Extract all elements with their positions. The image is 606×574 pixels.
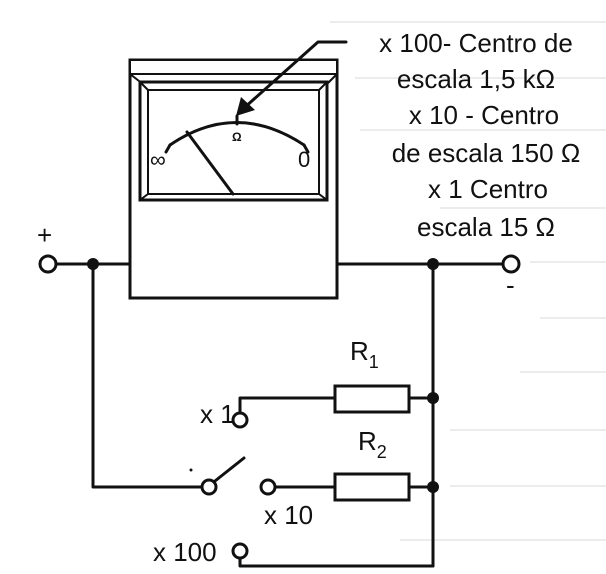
switch-contact-x10 — [259, 478, 277, 496]
switch-label-x1: x 1 — [200, 399, 235, 429]
switch-common-contact — [200, 478, 218, 496]
resistor-r2-body — [333, 472, 411, 502]
switch-contact-x1 — [231, 411, 249, 429]
annotation-line-3: x 10 - Centro — [409, 100, 559, 130]
annotation-arrow — [236, 40, 348, 116]
resistor-r2: R2 — [333, 426, 411, 502]
wire-x100-to-bus — [238, 556, 435, 568]
annotation-line-4: de escala 150 Ω — [392, 138, 581, 168]
positive-label: + — [37, 220, 52, 250]
range-switch: x 1 x 10 x 100 — [153, 399, 313, 567]
meter: Ω ∞ 0 — [128, 58, 339, 300]
annotation-arrow-line — [242, 40, 348, 110]
scale-tick-right — [302, 143, 310, 154]
scale-zero-label: 0 — [298, 147, 310, 172]
junction-r1 — [427, 392, 439, 404]
meter-needle — [185, 130, 235, 196]
junction-top-right — [427, 258, 439, 270]
switch-lever — [213, 456, 246, 483]
junction-dots — [87, 258, 439, 493]
scale-infinity-label: ∞ — [150, 147, 166, 172]
negative-label: - — [506, 270, 515, 300]
positive-terminal — [38, 254, 58, 274]
junction-left — [87, 258, 99, 270]
scale-unit-label: Ω — [232, 130, 242, 144]
resistor-r1-label: R1 — [350, 336, 379, 372]
scale-tick-left — [164, 143, 172, 154]
switch-label-x100: x 100 — [153, 537, 217, 567]
meter-top-bevel — [129, 59, 338, 75]
wire-left-to-switch — [91, 262, 205, 489]
annotation-line-6: escala 15 Ω — [417, 212, 555, 242]
resistor-r1: R1 — [333, 336, 411, 414]
switch-label-x10: x 10 — [264, 500, 313, 530]
annotation-line-1: x 100- Centro de — [379, 28, 573, 58]
circuit-wires — [54, 262, 505, 568]
annotation-line-2: escala 1,5 kΩ — [397, 64, 555, 94]
annotation-line-5: x 1 Centro — [428, 174, 548, 204]
resistor-r2-label: R2 — [358, 426, 387, 462]
terminals: + - — [37, 220, 521, 300]
switch-mark — [189, 468, 193, 472]
switch-contact-x100 — [231, 542, 249, 560]
annotation-arrow-head — [236, 97, 255, 116]
resistor-r1-body — [333, 384, 411, 414]
wire-x1-to-r1 — [238, 396, 337, 415]
negative-terminal — [501, 254, 521, 274]
scale-annotation: x 100- Centro de escala 1,5 kΩ x 10 - Ce… — [379, 28, 580, 242]
junction-r2 — [427, 481, 439, 493]
